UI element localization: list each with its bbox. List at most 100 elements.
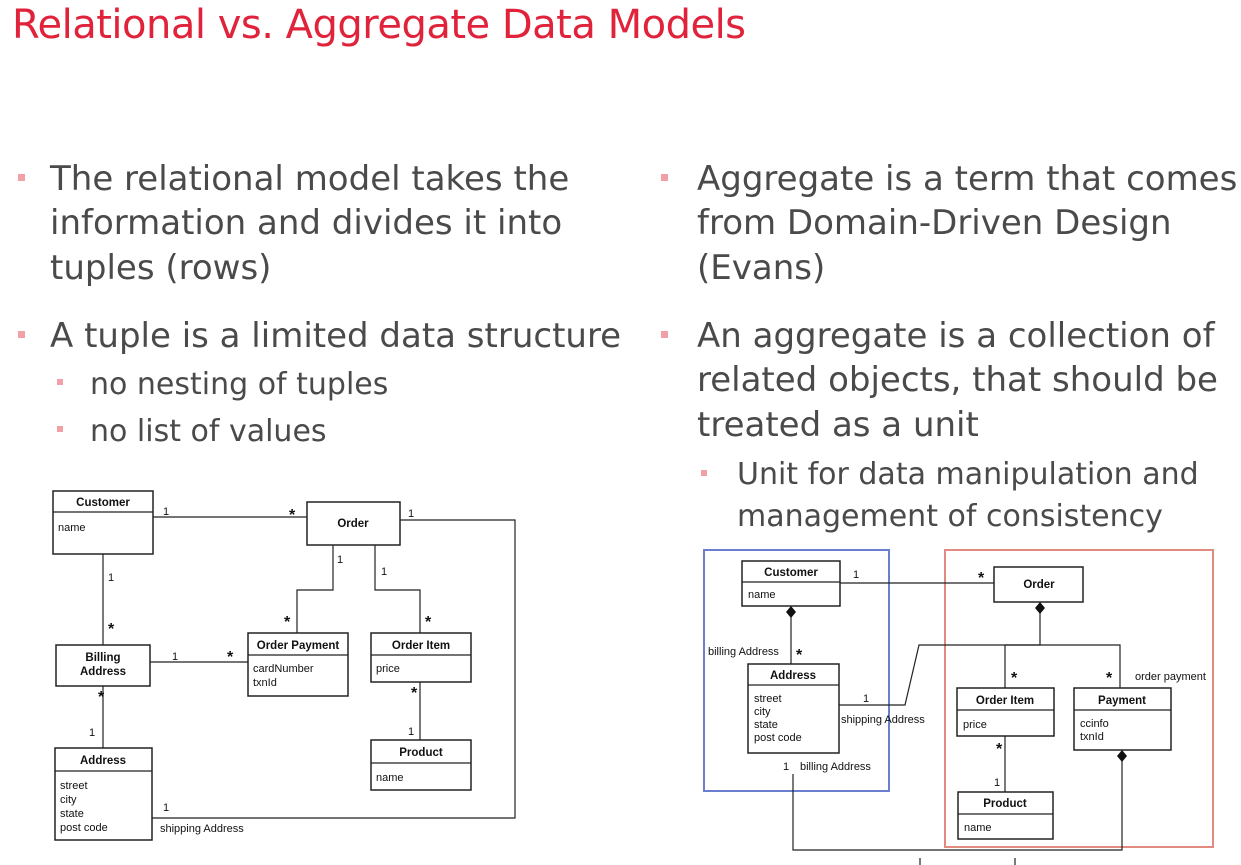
- composition-diamond: [1035, 602, 1045, 614]
- left-sub-bullet-1: no nesting of tuples: [90, 367, 389, 402]
- assoc-address-order-shipping: [839, 644, 1121, 706]
- multiplicity-label: 1: [381, 566, 387, 578]
- multiplicity-label: 1: [108, 572, 114, 584]
- order-item-title: Order Item: [976, 695, 1034, 707]
- customer-attr-name: name: [748, 589, 776, 601]
- product-entity: Product name: [370, 739, 472, 791]
- aggregate-model-diagram: Customer name Order Address street city …: [703, 549, 1214, 865]
- right-bullet-2-line-3: treated as a unit: [697, 405, 979, 445]
- multiplicity-label: 1: [89, 727, 95, 739]
- address-entity: Address street city state post code: [54, 747, 153, 841]
- multiplicity-label: *: [289, 507, 296, 524]
- right-bullet-1-line-1: Aggregate is a term that comes: [697, 159, 1238, 199]
- address-attr: state: [754, 719, 778, 731]
- billing-address-title-line-1: Billing: [85, 652, 120, 664]
- right-sub-bullet-1-line-1: Unit for data manipulation and: [737, 457, 1199, 492]
- order-item-attr: price: [963, 719, 987, 731]
- left-bullet-1-line-2: information and divides it into: [50, 203, 563, 243]
- payment-entity: Payment ccinfo txnId: [1073, 687, 1172, 751]
- product-title: Product: [983, 798, 1027, 810]
- order-payment-attr: cardNumber: [253, 663, 314, 675]
- assoc-order-address-shipping: [152, 519, 516, 819]
- bullet-marker: [661, 331, 668, 338]
- order-item-entity: Order Item price: [370, 632, 472, 683]
- right-bullet-2-line-1: An aggregate is a collection of: [697, 316, 1215, 356]
- multiplicity-label: *: [411, 685, 418, 702]
- composition-diamond: [786, 606, 796, 618]
- order-item-attr: price: [376, 663, 400, 675]
- payment-attr: ccinfo: [1080, 718, 1109, 730]
- order-payment-label: order payment: [1135, 671, 1206, 683]
- shipping-address-label: shipping Address: [841, 714, 925, 726]
- multiplicity-label: 1: [994, 777, 1000, 789]
- assoc-payment-address-billing: [792, 754, 1123, 851]
- sub-bullet-marker: [701, 470, 707, 476]
- billing-address-label: billing Address: [708, 646, 779, 658]
- multiplicity-label: *: [98, 689, 105, 706]
- multiplicity-label: 1: [853, 569, 859, 581]
- order-payment-entity: Order Payment cardNumber txnId: [247, 632, 349, 697]
- assoc-order-item: [1004, 610, 1041, 688]
- multiplicity-label: *: [796, 647, 803, 664]
- right-bullet-2-line-2: related objects, that should be: [697, 360, 1218, 400]
- billing-address-title-line-2: Address: [80, 666, 126, 678]
- payment-title: Payment: [1098, 695, 1146, 707]
- relational-model-diagram: Customer name Order Billing Address Orde…: [52, 490, 516, 841]
- customer-attr-name: name: [58, 522, 86, 534]
- right-bullet-1-line-3: (Evans): [697, 248, 826, 288]
- address-attr: city: [754, 706, 771, 718]
- assoc-order-item: [374, 545, 421, 633]
- bullet-marker: [18, 331, 25, 338]
- address-attr: street: [60, 780, 88, 792]
- left-bullet-1-line-1: The relational model takes the: [50, 159, 570, 199]
- multiplicity-label: *: [1106, 670, 1113, 687]
- multiplicity-label: 1: [863, 693, 869, 705]
- left-sub-bullet-2: no list of values: [90, 414, 327, 449]
- multiplicity-label: 1: [337, 554, 343, 566]
- multiplicity-label: *: [284, 614, 291, 631]
- customer-aggregate-boundary: [703, 549, 890, 792]
- bullet-marker: [18, 174, 25, 181]
- multiplicity-label: *: [108, 621, 115, 638]
- billing-address-label: billing Address: [800, 761, 871, 773]
- left-bullet-1-line-3: tuples (rows): [50, 248, 272, 288]
- product-title: Product: [399, 747, 443, 759]
- multiplicity-label: 1: [408, 508, 414, 520]
- multiplicity-label: 1: [408, 726, 414, 738]
- product-entity: Product name: [957, 791, 1054, 840]
- sub-bullet-marker: [57, 379, 63, 385]
- right-bullet-1-line-2: from Domain-Driven Design: [697, 203, 1172, 243]
- address-attr: post code: [60, 822, 108, 834]
- address-attr: state: [60, 808, 84, 820]
- order-payment-attr: txnId: [253, 677, 277, 689]
- address-title: Address: [770, 670, 816, 682]
- order-item-entity: Order Item price: [956, 687, 1055, 737]
- multiplicity-label: *: [425, 614, 432, 631]
- multiplicity-label: *: [227, 649, 234, 666]
- multiplicity-label: *: [978, 570, 985, 587]
- payment-attr: txnId: [1080, 731, 1104, 743]
- multiplicity-label: *: [1011, 670, 1018, 687]
- order-aggregate-boundary: [944, 549, 1214, 848]
- customer-entity: Customer name: [52, 490, 154, 555]
- order-title: Order: [337, 518, 369, 530]
- slide-title: Relational vs. Aggregate Data Models: [12, 2, 746, 48]
- composition-diamond: [1117, 750, 1127, 762]
- address-attr: city: [60, 794, 77, 806]
- left-bullet-2-line-1: A tuple is a limited data structure: [50, 316, 622, 356]
- multiplicity-label: 1: [163, 802, 169, 814]
- assoc-order-payment: [296, 545, 334, 633]
- order-entity: Order: [993, 566, 1084, 603]
- product-attr: name: [964, 822, 992, 834]
- multiplicity-label: 1: [163, 506, 169, 518]
- shipping-address-label: shipping Address: [160, 823, 244, 835]
- address-title: Address: [80, 755, 126, 767]
- product-attr: name: [376, 772, 404, 784]
- multiplicity-label: 1: [172, 651, 178, 663]
- address-attr: post code: [754, 732, 802, 744]
- customer-title: Customer: [764, 567, 818, 579]
- order-entity: Order: [306, 501, 401, 546]
- sub-bullet-marker: [57, 426, 63, 432]
- customer-title: Customer: [76, 497, 130, 509]
- order-payment-title: Order Payment: [257, 640, 340, 652]
